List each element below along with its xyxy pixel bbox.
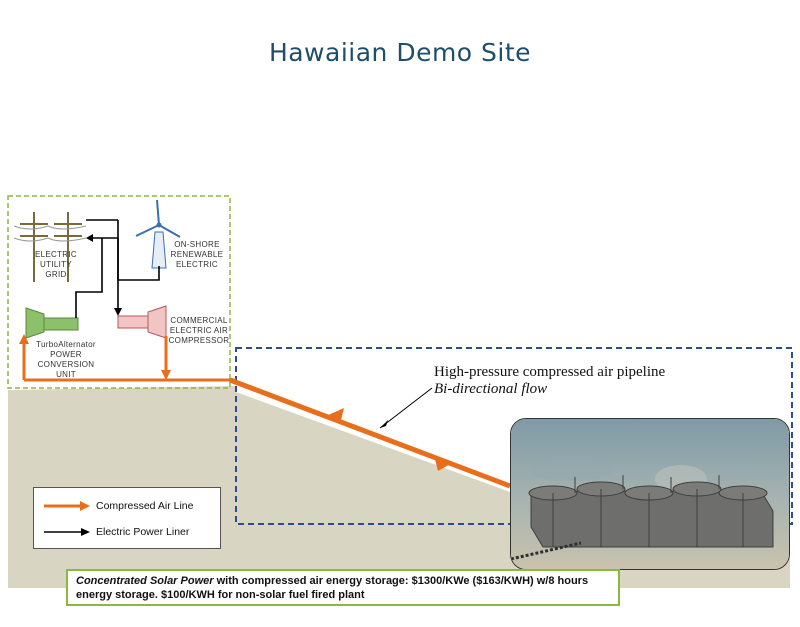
- legend-item-compressed-air: Compressed Air Line: [42, 499, 218, 513]
- seafloor-storage-image: [510, 418, 790, 570]
- wind-label-line: RENEWABLE: [170, 250, 224, 259]
- cost-note-emphasis: Concentrated Solar Power: [76, 575, 214, 587]
- pipeline-callout-title: High-pressure compressed air pipeline: [434, 364, 666, 380]
- pipeline-callout-subtitle: Bi-directional flow: [434, 381, 548, 397]
- cost-note: Concentrated Solar Power with compressed…: [66, 569, 620, 606]
- turbo-label-line: TurboAlternator: [36, 340, 96, 349]
- legend-item-electric-power: Electric Power Liner: [42, 525, 218, 539]
- grid-label-line: GRID: [45, 270, 67, 279]
- legend-label: Compressed Air Line: [96, 500, 194, 512]
- air-arrow-icon: [19, 334, 29, 344]
- black-arrow-icon: [44, 528, 90, 536]
- compressor-label-line: ELECTRIC AIR: [169, 326, 229, 335]
- turbo-label-line: POWER: [50, 350, 82, 359]
- callout-arrow-icon: [380, 420, 388, 428]
- onshore-air-lines: [22, 336, 236, 382]
- grid-label-line: UTILITY: [40, 260, 72, 269]
- orange-arrow-icon: [44, 501, 90, 511]
- compressor-label: COMMERCIAL ELECTRIC AIR COMPRESSOR: [168, 316, 230, 346]
- wind-label-line: ELECTRIC: [176, 260, 218, 269]
- compressor-label-line: COMPRESSOR: [168, 336, 230, 345]
- callout-line: [379, 387, 433, 429]
- air-arrow-icon: [161, 370, 171, 380]
- main-pipeline: [229, 377, 511, 489]
- electric-arrow-icon: [86, 234, 93, 242]
- compressor-icon: [117, 305, 167, 339]
- legend-label: Electric Power Liner: [96, 526, 190, 538]
- electric-arrow-icon: [114, 308, 122, 316]
- compressor-label-line: COMMERCIAL: [170, 316, 228, 325]
- utility-pole-icon: [13, 212, 87, 282]
- grid-label-line: ELECTRIC: [35, 250, 77, 259]
- turbo-label: TurboAlternator POWER CONVERSION UNIT: [30, 340, 102, 380]
- turbo-alternator-icon: [25, 307, 79, 339]
- electric-power-lines: [75, 219, 160, 318]
- turbo-label-line: CONVERSION: [37, 360, 95, 369]
- page-title: Hawaiian Demo Site: [268, 38, 532, 67]
- wind-label: ON-SHORE RENEWABLE ELECTRIC: [166, 240, 228, 270]
- pipeline-callout: High-pressure compressed air pipeline Bi…: [434, 364, 665, 398]
- seafloor-pipe: [511, 541, 582, 561]
- wind-label-line: ON-SHORE: [174, 240, 220, 249]
- seafloor-storage-illustration: [511, 419, 789, 569]
- onshore-site-box: [7, 195, 231, 389]
- turbo-label-line: UNIT: [56, 370, 76, 379]
- pipeline-arrow-down-icon: [434, 455, 452, 471]
- cost-note-text: with compressed air energy storage: $130…: [76, 575, 589, 601]
- legend-box: Compressed Air Line Electric Power Liner: [33, 487, 221, 549]
- wind-turbine-icon: [135, 199, 181, 269]
- pipeline-arrow-up-icon: [326, 408, 344, 424]
- storage-tank-array: [528, 475, 774, 548]
- grid-label: ELECTRIC UTILITY GRID: [30, 250, 82, 280]
